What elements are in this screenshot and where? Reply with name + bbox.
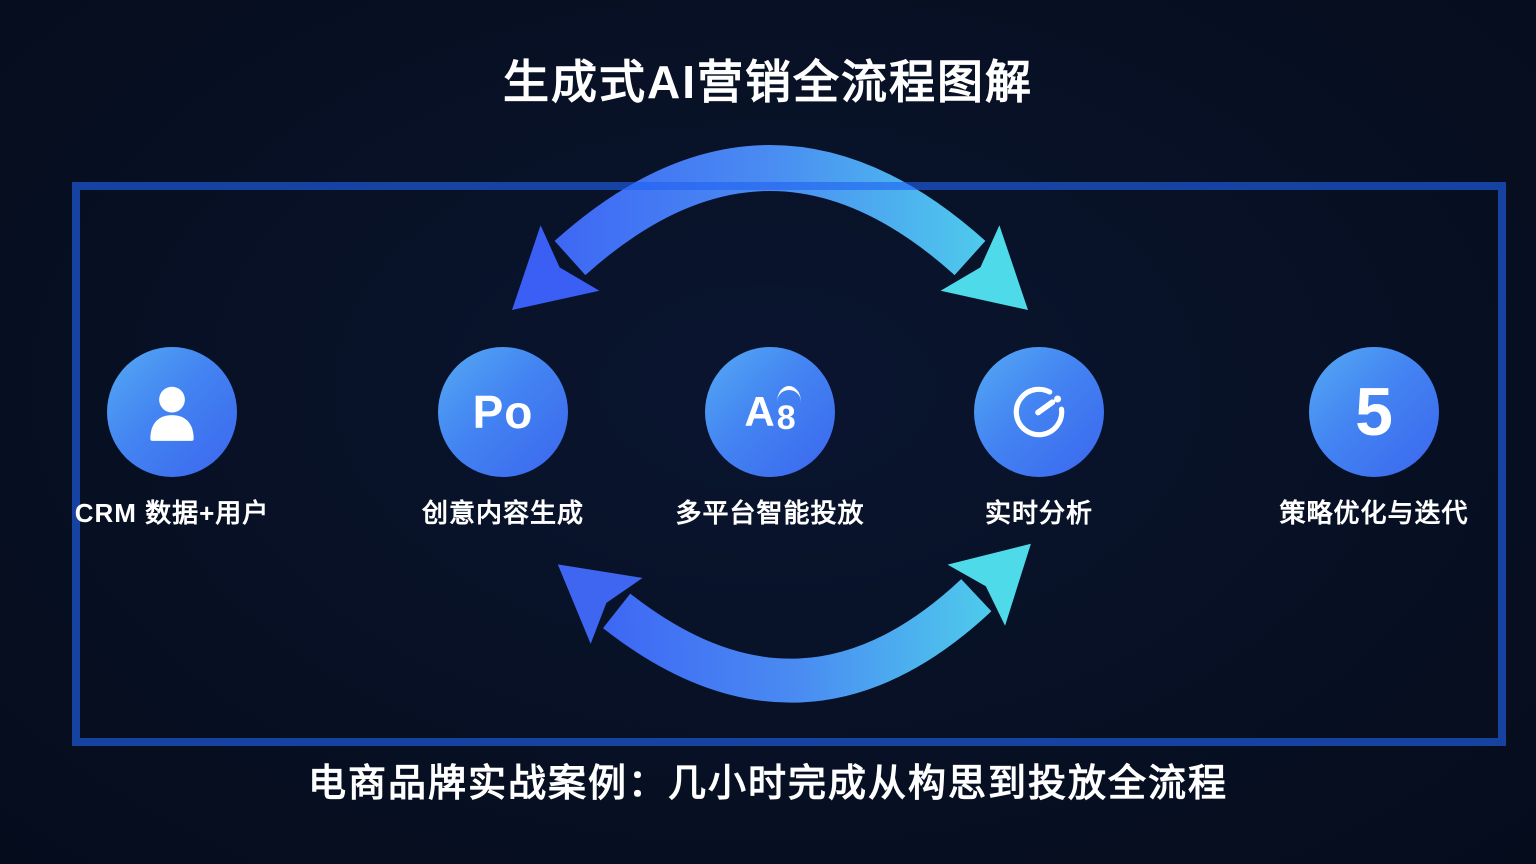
step-node-realtime-analytics: 实时分析 xyxy=(899,347,1179,530)
step-bubble: A 8 xyxy=(705,347,835,477)
arrowhead-right-icon xyxy=(947,543,1031,626)
step-label: 实时分析 xyxy=(984,498,1093,528)
cycle-arrow-top xyxy=(512,145,1028,310)
step-node-multi-platform: A 8 多平台智能投放 xyxy=(630,347,910,530)
po-logo-icon: Po xyxy=(472,386,534,438)
arrowhead-left-icon xyxy=(557,564,643,644)
step-bubble: Po xyxy=(438,347,568,477)
step-node-content-generation: Po 创意内容生成 xyxy=(363,347,643,530)
step-label: 创意内容生成 xyxy=(421,498,584,528)
step-node-crm-data: CRM 数据+用户 xyxy=(32,347,312,530)
step-bubble xyxy=(974,347,1104,477)
translate-icon: A 8 xyxy=(744,385,801,437)
step-label: CRM 数据+用户 xyxy=(74,498,270,528)
gauge-icon xyxy=(1013,386,1065,438)
step-bubble xyxy=(107,347,237,477)
arc-accent-icon xyxy=(776,385,801,402)
user-icon xyxy=(150,386,194,441)
page-title: 生成式AI营销全流程图解 xyxy=(503,56,1033,108)
arrowhead-left-icon xyxy=(512,225,600,310)
step-bubble: 5 xyxy=(1309,347,1439,477)
step-label: 策略优化与迭代 xyxy=(1279,498,1469,528)
bottom-caption: 电商品牌实战案例：几小时完成从构思到投放全流程 xyxy=(307,763,1228,805)
arrowhead-right-icon xyxy=(940,225,1028,310)
number-5-badge: 5 xyxy=(1355,374,1393,450)
step-label: 多平台智能投放 xyxy=(675,498,865,528)
step-node-strategy-iteration: 5 策略优化与迭代 xyxy=(1234,347,1514,530)
cycle-arrow-bottom xyxy=(557,543,1031,703)
